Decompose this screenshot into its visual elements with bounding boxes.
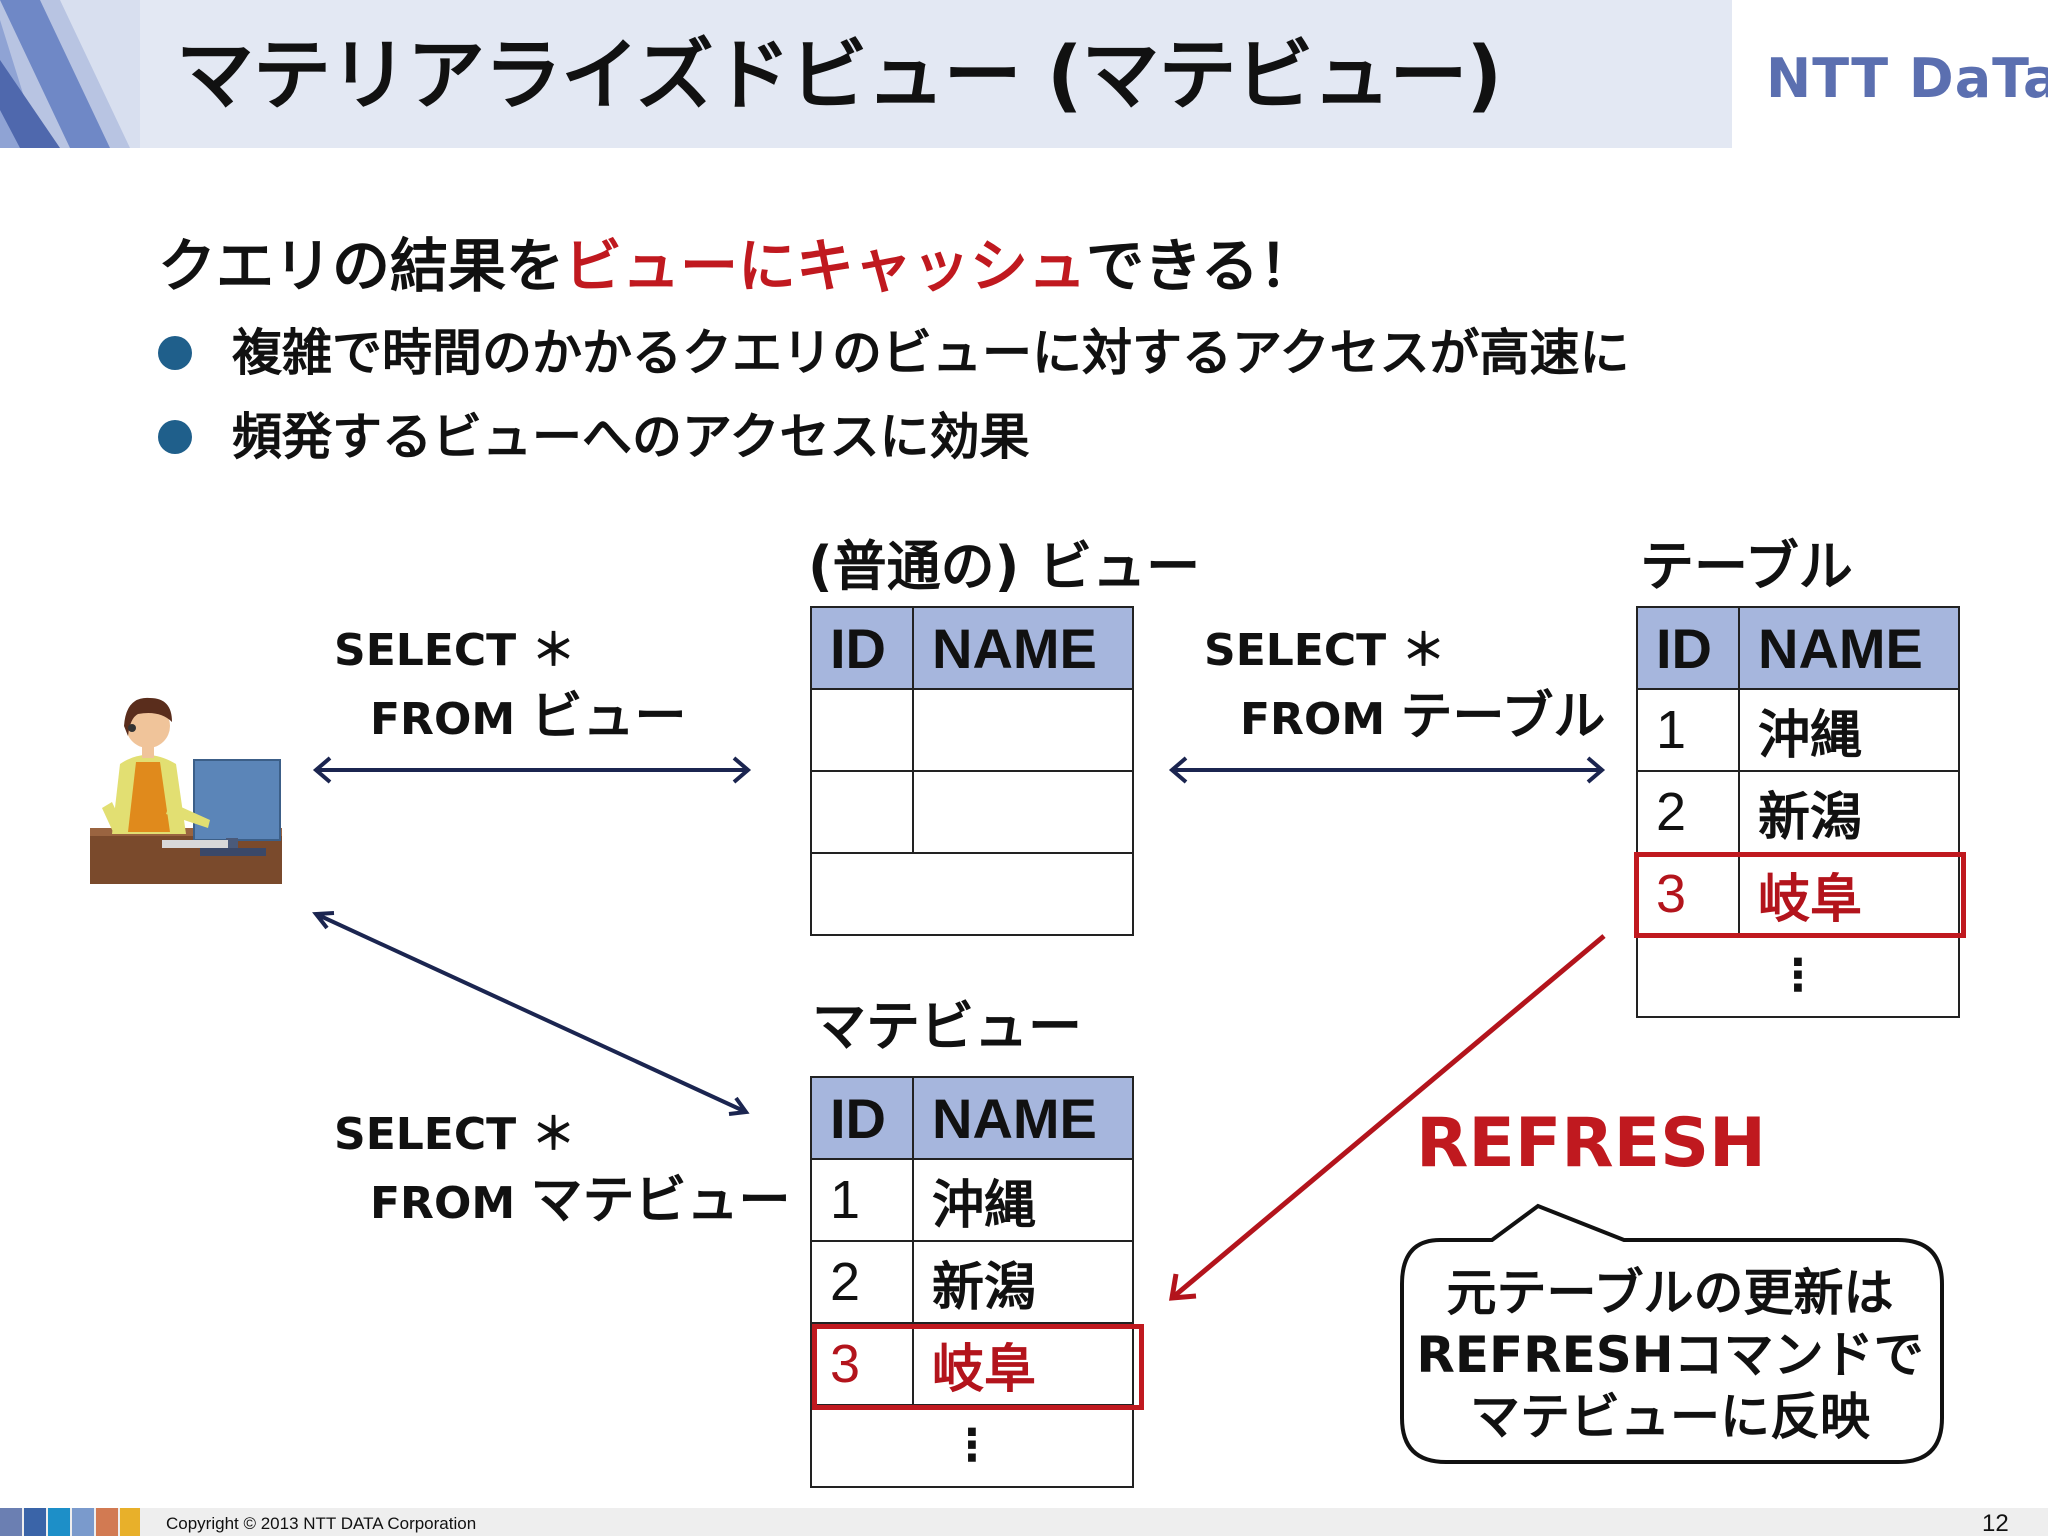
source-table: ID NAME 1 沖縄 2 新潟 3 岐阜 ⋮ — [1636, 606, 1960, 1018]
column-header-id: ID — [1636, 606, 1740, 690]
query-view: SELECT ＊ FROM ビュー — [334, 618, 686, 753]
column-header-name: NAME — [912, 606, 1134, 690]
view-table: ID NAME — [810, 606, 1134, 936]
bullet-dot-icon — [158, 419, 192, 454]
query-target: ビュー — [530, 687, 687, 747]
lead-prefix: クエリの結果を — [158, 232, 565, 300]
bullet-item: 複雑で時間のかかるクエリのビューに対するアクセスが高速に — [158, 318, 1630, 388]
lead-suffix: できる！ — [1086, 232, 1317, 300]
user-at-computer-icon — [90, 697, 282, 884]
id-cell: 2 — [810, 1240, 914, 1324]
table-section-label: テーブル — [1640, 535, 1853, 598]
matview-access-arrow — [312, 911, 750, 1116]
ellipsis-cell: ⋮ — [1636, 934, 1960, 1018]
table-row-highlighted: 3 岐阜 — [1636, 852, 1960, 936]
table-header-row: ID NAME — [810, 606, 1134, 690]
page-title: マテリアライズドビュー (マテビュー) — [176, 31, 1502, 121]
column-header-name: NAME — [1738, 606, 1960, 690]
table-row — [810, 770, 1134, 854]
callout-line: マテビューに反映 — [1470, 1388, 1870, 1446]
column-header-id: ID — [810, 606, 914, 690]
query-from: FROM — [370, 1178, 516, 1229]
matview-table: ID NAME 1 沖縄 2 新潟 3 岐阜 ⋮ — [810, 1076, 1134, 1488]
callout-text: 元テーブルの更新は REFRESHコマンドで マテビューに反映 — [1410, 1262, 1930, 1448]
column-header-name: NAME — [912, 1076, 1134, 1160]
id-cell: 3 — [810, 1322, 914, 1406]
table-access-arrow — [1168, 756, 1606, 784]
table-row: 2 新潟 — [1636, 770, 1960, 854]
table-row-highlighted: 3 岐阜 — [810, 1322, 1134, 1406]
company-logo: NTT DaTa — [1766, 47, 2048, 110]
name-cell: 新潟 — [1738, 770, 1960, 854]
page-number: 12 — [1982, 1510, 2009, 1537]
name-cell: 岐阜 — [1738, 852, 1960, 936]
lead-highlight: ビューにキャッシュ — [564, 232, 1087, 300]
query-matview: SELECT ＊ FROM マテビュー — [334, 1102, 790, 1237]
refresh-label: REFRESH — [1416, 1104, 1766, 1183]
header-decoration — [0, 0, 140, 148]
query-select: SELECT ＊ — [1204, 625, 1446, 676]
refresh-arrow — [1169, 934, 1606, 1301]
id-cell: 1 — [810, 1158, 914, 1242]
query-target: マテビュー — [530, 1171, 791, 1231]
query-from: FROM — [370, 694, 516, 745]
table-header-row: ID NAME — [810, 1076, 1134, 1160]
table-row — [810, 688, 1134, 772]
column-header-id: ID — [810, 1076, 914, 1160]
id-cell: 1 — [1636, 688, 1740, 772]
bullet-text: 複雑で時間のかかるクエリのビューに対するアクセスが高速に — [232, 324, 1630, 382]
callout-line: REFRESHコマンドで — [1416, 1326, 1924, 1384]
table-row: 1 沖縄 — [1636, 688, 1960, 772]
footer-bar — [0, 1508, 2048, 1536]
bullet-item: 頻発するビューへのアクセスに効果 — [158, 402, 1030, 472]
table-cell — [810, 688, 914, 772]
query-select: SELECT ＊ — [334, 1109, 576, 1160]
view-access-arrow — [312, 756, 752, 784]
ellipsis-cell: ⋮ — [810, 1404, 1134, 1488]
lead-statement: クエリの結果をビューにキャッシュできる！ — [158, 226, 1317, 306]
table-cell — [912, 688, 1134, 772]
table-row: 1 沖縄 — [810, 1158, 1134, 1242]
query-select: SELECT ＊ — [334, 625, 576, 676]
copyright-text: Copyright © 2013 NTT DATA Corporation — [166, 1514, 477, 1533]
table-row: ⋮ — [810, 1404, 1134, 1488]
name-cell: 沖縄 — [912, 1158, 1134, 1242]
table-header-row: ID NAME — [1636, 606, 1960, 690]
name-cell: 岐阜 — [912, 1322, 1134, 1406]
table-row: 2 新潟 — [810, 1240, 1134, 1324]
query-target: テーブル — [1400, 687, 1606, 747]
bullet-text: 頻発するビューへのアクセスに効果 — [232, 408, 1030, 466]
name-cell: 新潟 — [912, 1240, 1134, 1324]
name-cell: 沖縄 — [1738, 688, 1960, 772]
table-row — [810, 852, 1134, 936]
table-cell — [810, 852, 1134, 936]
query-from: FROM — [1240, 694, 1386, 745]
bullet-dot-icon — [158, 335, 192, 370]
header-band — [140, 0, 1732, 148]
query-table: SELECT ＊ FROM テーブル — [1204, 618, 1605, 753]
callout-bubble — [1400, 1203, 1944, 1464]
table-row: ⋮ — [1636, 934, 1960, 1018]
callout-line: 元テーブルの更新は — [1446, 1264, 1894, 1322]
view-section-label: (普通の) ビュー — [808, 535, 1201, 598]
table-cell — [912, 770, 1134, 854]
matview-section-label: マテビュー — [812, 995, 1082, 1058]
table-cell — [810, 770, 914, 854]
